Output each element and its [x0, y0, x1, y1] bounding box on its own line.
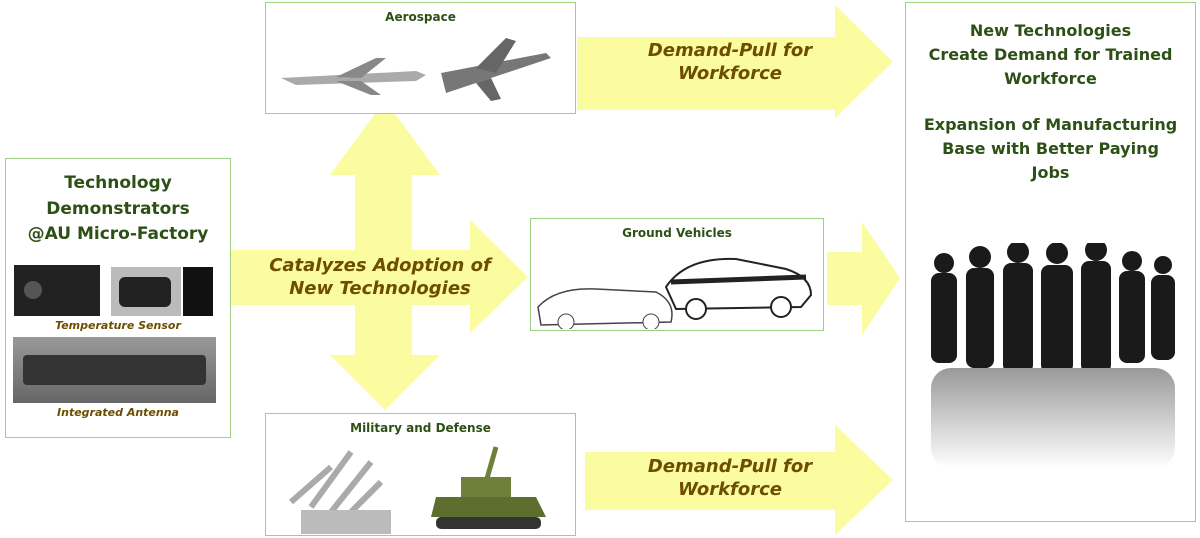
ground-arrow — [827, 222, 900, 335]
outcome-demand-text: New Technologies Create Demand for Train… — [906, 19, 1195, 91]
tech-title: Technology Demonstrators @AU Micro-Facto… — [6, 171, 230, 248]
title-line: @AU Micro-Factory — [27, 224, 209, 244]
demand-arrow-bottom — [585, 425, 893, 535]
outcome-line: Workforce — [1004, 69, 1097, 88]
sensor-pcb-image — [183, 267, 213, 316]
aircraft-image — [281, 38, 551, 101]
outcome-line: Create Demand for Trained — [928, 45, 1173, 64]
military-box: Military and Defense — [265, 413, 576, 536]
cars-image — [537, 257, 813, 329]
demand-label-top: Demand-Pull for Workforce — [600, 40, 860, 85]
demand-line: Workforce — [677, 478, 783, 500]
antenna-image — [13, 337, 216, 403]
ground-vehicles-title: Ground Vehicles — [622, 226, 732, 240]
demand-line: Demand-Pull for — [647, 456, 813, 477]
tech-demonstrators-box: Technology Demonstrators @AU Micro-Facto… — [5, 158, 231, 438]
demand-line: Workforce — [677, 62, 783, 84]
sensor-device-image — [111, 267, 181, 316]
demand-label-bottom: Demand-Pull for Workforce — [600, 456, 860, 501]
catalyze-line: Catalyzes Adoption of — [269, 255, 491, 276]
temperature-sensor-caption: Temperature Sensor — [55, 319, 181, 332]
outcome-line: Expansion of Manufacturing — [923, 115, 1178, 134]
outcomes-box: New Technologies Create Demand for Train… — [905, 2, 1196, 522]
catalyze-label: Catalyzes Adoption of New Technologies — [250, 255, 510, 300]
aerospace-title: Aerospace — [385, 10, 456, 24]
title-line: Technology — [64, 173, 172, 193]
outcome-line: Jobs — [1031, 163, 1070, 182]
cross-arrow — [225, 100, 528, 410]
military-title: Military and Defense — [350, 421, 491, 435]
military-image — [289, 446, 546, 534]
outcome-line: New Technologies — [969, 21, 1132, 40]
outcome-expansion-text: Expansion of Manufacturing Base with Bet… — [906, 113, 1195, 185]
catalyze-line: New Technologies — [289, 277, 471, 299]
workforce-silhouettes-image — [931, 243, 1175, 468]
ground-vehicles-box: Ground Vehicles — [530, 218, 824, 331]
integrated-antenna-caption: Integrated Antenna — [57, 406, 179, 419]
title-line: Demonstrators — [46, 198, 190, 219]
outcome-line: Base with Better Paying — [942, 139, 1159, 158]
demand-line: Demand-Pull for — [647, 40, 813, 61]
aerospace-box: Aerospace — [265, 2, 576, 114]
sensor-board-image — [14, 265, 100, 316]
demand-arrow-top — [577, 5, 893, 118]
